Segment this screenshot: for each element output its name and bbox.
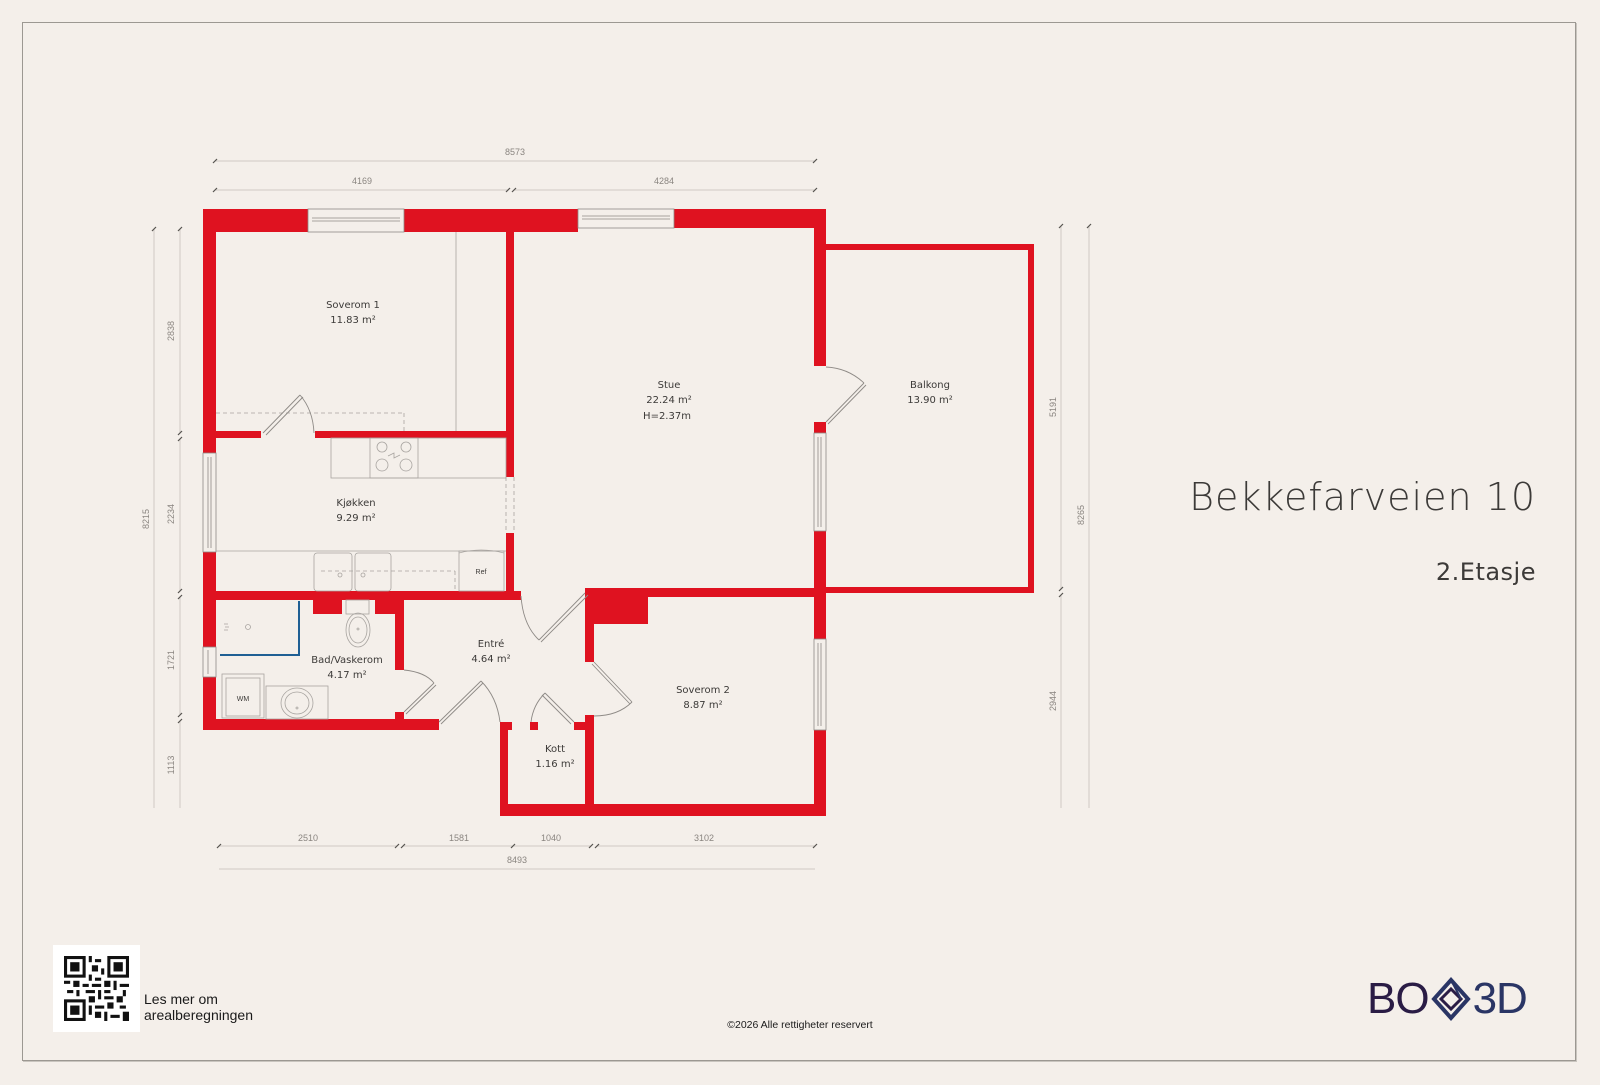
room-name: Soverom 1 <box>326 300 380 311</box>
dim-top-right: 4284 <box>654 176 674 186</box>
room-name: Balkong <box>910 380 950 391</box>
room-name: Stue <box>658 380 681 391</box>
walls <box>203 209 1034 816</box>
dimension-lines <box>153 160 1090 870</box>
floor-label: 2.Etasje <box>1435 558 1536 586</box>
dim-right-1: 5191 <box>1048 397 1058 417</box>
interior-lines <box>216 232 515 720</box>
dim-right-2: 2944 <box>1048 691 1058 711</box>
dim-bottom-3: 1040 <box>541 833 561 843</box>
dimension-ticks <box>151 158 1092 849</box>
room-area: 9.29 m² <box>336 513 375 524</box>
diamond-logo-icon <box>1430 977 1471 1021</box>
room-soverom-1: Soverom 1 11.83 m² <box>326 300 380 326</box>
room-name: Kjøkken <box>336 498 375 509</box>
qr-caption-line-1: Les mer om <box>144 991 218 1007</box>
property-title: Bekkefarveien 10 <box>1189 475 1536 519</box>
dim-left-1: 2838 <box>166 321 176 341</box>
shower-screen <box>220 601 300 656</box>
qr-code-icon <box>64 956 129 1021</box>
copyright-notice: ©2026 Alle rettigheter reservert <box>727 1019 873 1031</box>
windows <box>202 208 827 731</box>
room-soverom-2: Soverom 2 8.87 m² <box>676 685 730 711</box>
room-bad-vaskerom: Bad/Vaskerom 4.17 m² <box>311 655 382 681</box>
room-labels: Soverom 1 11.83 m² Stue 22.24 m² H=2.37m… <box>237 300 953 770</box>
room-height: H=2.37m <box>643 411 691 422</box>
dim-top-total: 8573 <box>505 147 525 157</box>
room-balkong: Balkong 13.90 m² <box>907 380 953 406</box>
page-frame <box>22 22 1576 1061</box>
room-entre: Entré 4.64 m² <box>471 638 510 665</box>
room-name: Entré <box>478 638 505 650</box>
washing-machine-label: WM <box>237 696 250 703</box>
room-area: 11.83 m² <box>330 315 376 326</box>
room-stue: Stue 22.24 m² H=2.37m <box>643 380 692 422</box>
logo-text-right: 3D <box>1472 974 1528 1023</box>
room-kott: Kott 1.16 m² <box>535 744 574 770</box>
qr-caption-line-2: arealberegningen <box>144 1007 253 1023</box>
fridge-label: Ref <box>476 569 487 576</box>
doors <box>262 366 867 725</box>
dim-top-left: 4169 <box>352 176 372 186</box>
dim-bottom-4: 3102 <box>694 833 714 843</box>
room-area: 1.16 m² <box>535 759 574 770</box>
dim-bottom-1: 2510 <box>298 833 318 843</box>
dim-bottom-total: 8493 <box>507 855 527 865</box>
room-area: 4.64 m² <box>471 654 510 665</box>
dimension-labels: 8573 4169 4284 2510 1581 1040 3102 8493 … <box>141 147 1086 865</box>
room-area: 22.24 m² <box>646 395 692 406</box>
qr-code[interactable] <box>53 945 140 1032</box>
dim-left-2: 2234 <box>166 504 176 524</box>
room-area: 4.17 m² <box>327 670 366 681</box>
brand-logo: BO 3D <box>1367 974 1528 1023</box>
dim-right-total: 8265 <box>1076 505 1086 525</box>
dim-bottom-2: 1581 <box>449 833 469 843</box>
room-name: Kott <box>545 744 565 755</box>
dim-left-3: 1721 <box>166 650 176 670</box>
dim-left-total: 8215 <box>141 509 151 529</box>
room-name: Soverom 2 <box>676 685 730 696</box>
dim-left-4: 1113 <box>166 756 176 775</box>
room-area: 13.90 m² <box>907 395 953 406</box>
room-name: Bad/Vaskerom <box>311 655 382 666</box>
room-kjokken: Kjøkken 9.29 m² <box>336 498 375 524</box>
room-area: 8.87 m² <box>683 700 722 711</box>
qr-caption: Les mer om arealberegningen <box>144 991 253 1023</box>
logo-text-left: BO <box>1367 974 1430 1023</box>
